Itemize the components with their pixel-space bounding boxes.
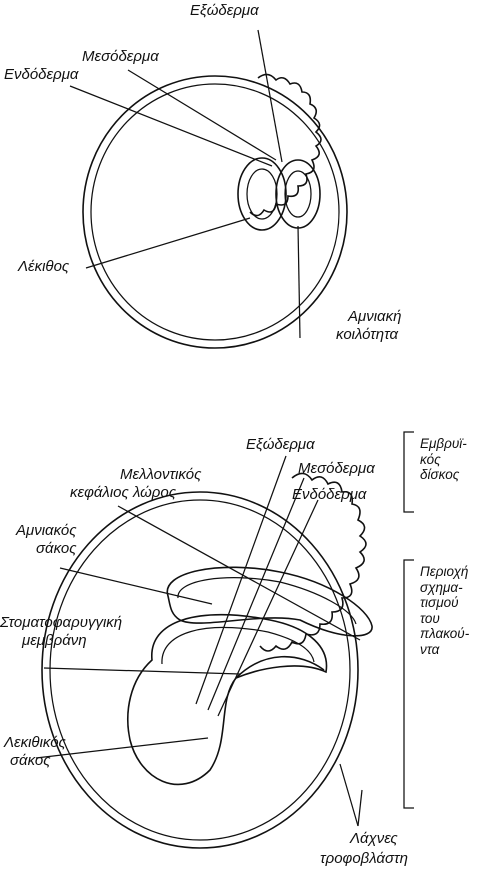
top-leader-mesoderm (128, 70, 276, 160)
bottom-endoderm-label: Ενδόδερμα (292, 486, 366, 503)
bottom-yolk-label-1: Λεκιθικός (4, 734, 66, 751)
bottom-leader-villi-2 (358, 790, 362, 826)
bottom-membrane-label-2: μεμβράνη (22, 632, 87, 649)
bottom-ectoderm-label: Εξώδερμα (246, 436, 315, 453)
top-yolk-label: Λέκιθος (18, 258, 69, 275)
bottom-leader-villi (340, 764, 358, 826)
bottom-membrane-label-1: Στοματοφαρυγγική (0, 614, 122, 631)
top-amnion-label-1: Αμνιακή (348, 308, 401, 325)
top-mesoderm-label: Μεσόδερμα (82, 48, 159, 65)
bottom-yolk-label-2: σάκος (10, 752, 51, 769)
bottom-villi-label-1: Λάχνες (350, 830, 398, 847)
top-outer-ring (83, 76, 347, 348)
placenta-region-bracket (404, 560, 414, 808)
placenta-region-label: Περιοχή σχημα- τισμού του πλακού- ντα (420, 564, 469, 657)
top-amnion-label-2: κοιλότητα (336, 326, 398, 343)
embryonic-disc-bracket (404, 432, 414, 512)
bottom-leader-membrane (44, 668, 240, 674)
top-embryo (70, 30, 347, 348)
top-amnion-outer (276, 160, 320, 228)
bottom-amniotic-label-2: σάκος (36, 540, 77, 557)
bottom-yolk-sac (128, 615, 327, 785)
top-ectoderm-label: Εξώδερμα (190, 2, 259, 19)
bottom-yolk-inner (162, 627, 314, 664)
top-leader-yolk (86, 218, 250, 268)
top-endoderm-label: Ενδόδερμα (4, 66, 78, 83)
bottom-amniotic-label-1: Αμνιακός (16, 522, 77, 539)
top-leader-endoderm (70, 86, 272, 166)
bottom-villi-label-2: τροφοβλάστη (320, 850, 408, 867)
top-leader-ectoderm (258, 30, 282, 162)
bottom-future-head-label-1: Μελλοντικός (120, 466, 201, 483)
bottom-mesoderm-label: Μεσόδερμα (298, 460, 375, 477)
bottom-future-head-label-2: κεφάλιος λώρος (70, 484, 176, 501)
top-yolk-inner (247, 169, 277, 219)
bottom-amniotic-sac (167, 567, 372, 636)
embryonic-disc-label: Εμβρυϊ- κός δίσκος (420, 436, 467, 483)
top-amnion-inner (285, 171, 311, 217)
top-leader-amnion (298, 226, 300, 338)
